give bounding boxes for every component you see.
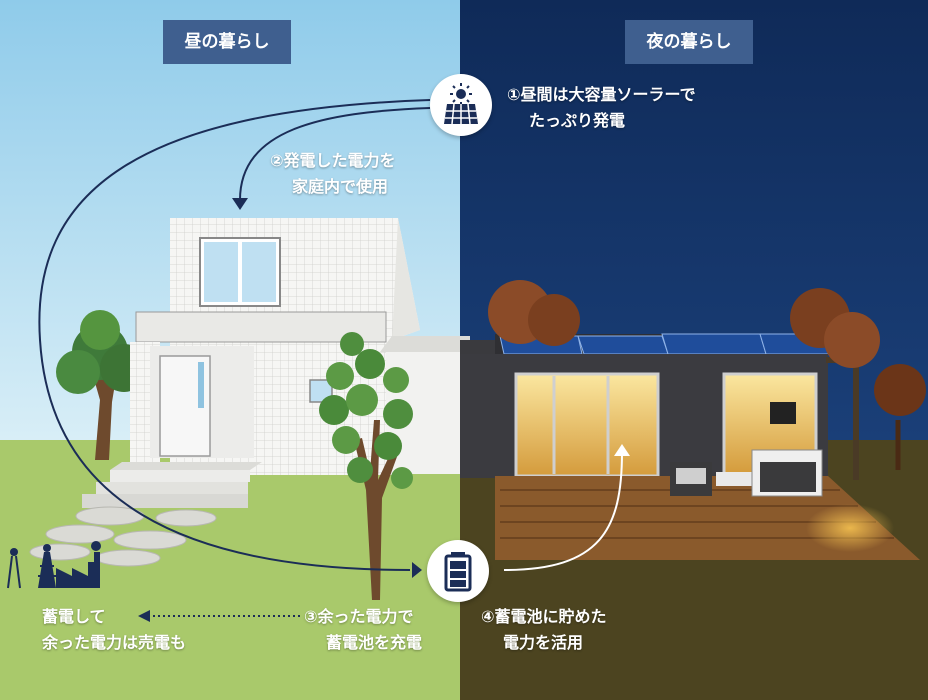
solar-panel-icon <box>430 74 492 136</box>
night-trees <box>488 280 926 552</box>
arrow-battery-to-home-head <box>614 444 630 456</box>
sell-line1: 蓄電して <box>42 607 106 626</box>
step2-label: ②発電した電力を 家庭内で使用 <box>270 148 396 200</box>
sell-label: 蓄電して 余った電力は売電も <box>42 604 186 656</box>
arrow-to-house <box>239 107 431 201</box>
center-tree <box>319 332 413 600</box>
step4-label: ④蓄電池に貯めた 電力を活用 <box>481 604 607 656</box>
battery-icon <box>427 540 489 602</box>
tab-night: 夜の暮らし <box>625 20 753 64</box>
flow-arrows <box>38 99 630 622</box>
arrow-big-loop-head <box>412 562 422 578</box>
stepping-stones <box>29 506 217 567</box>
step4-line1: ④蓄電池に貯めた <box>481 607 607 626</box>
step1-line1: ①昼間は大容量ソーラーで <box>507 85 696 104</box>
step3-label: ③余った電力で 蓄電池を充電 <box>304 604 422 656</box>
step2-line2: 家庭内で使用 <box>292 177 389 196</box>
arrow-battery-to-home <box>503 451 623 571</box>
step1-line2: たっぷり発電 <box>529 111 626 130</box>
step3-line1: ③余った電力で <box>304 607 414 626</box>
step2-line1: ②発電した電力を <box>270 151 396 170</box>
step4-line2: 電力を活用 <box>503 633 584 652</box>
sell-line2: 余った電力は売電も <box>42 633 187 652</box>
step3-line2: 蓄電池を充電 <box>326 633 423 652</box>
arrow-big-loop <box>38 99 431 571</box>
tab-day: 昼の暮らし <box>163 20 291 64</box>
step1-label: ①昼間は大容量ソーラーで たっぷり発電 <box>507 82 696 134</box>
power-plant-icon <box>7 541 101 589</box>
arrow-to-sell-head <box>138 610 150 622</box>
arrow-to-house-head <box>232 198 248 210</box>
